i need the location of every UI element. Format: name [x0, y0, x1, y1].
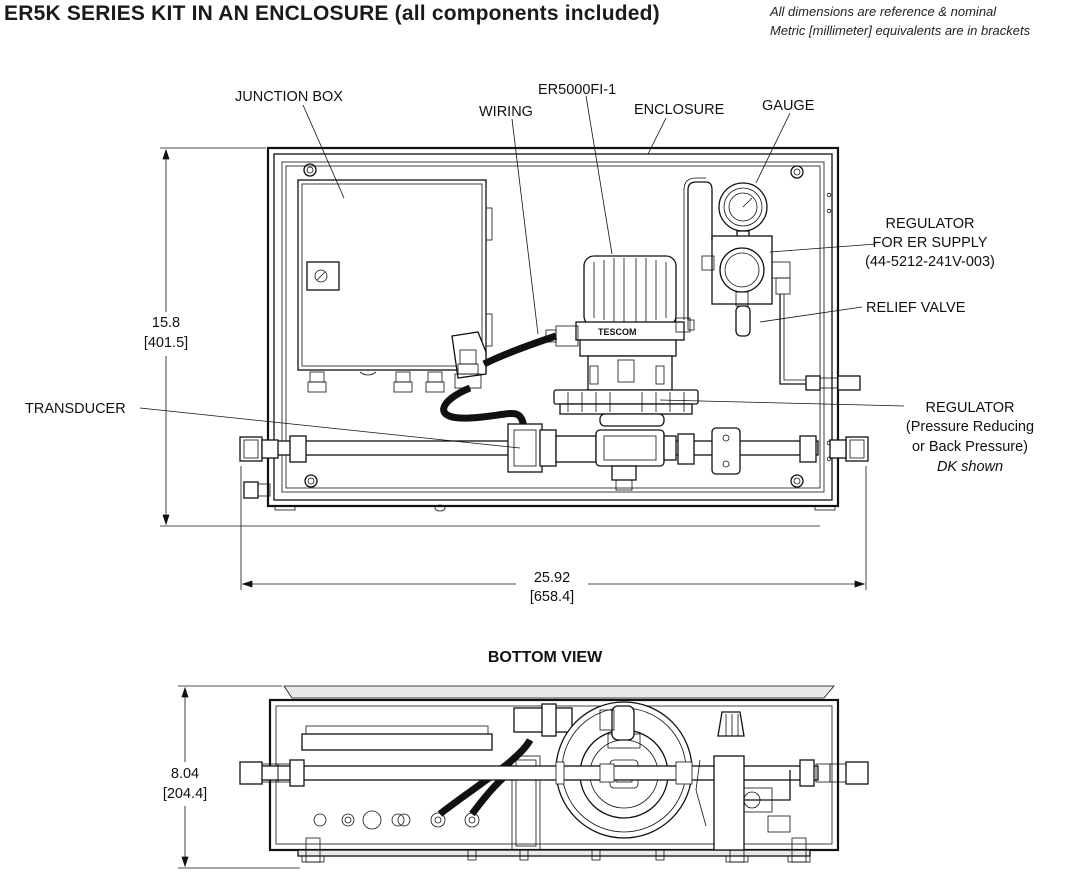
bottom-junction-box: [301, 725, 493, 830]
depth-dimension: [178, 685, 300, 869]
label-enclosure: ENCLOSURE: [634, 102, 725, 118]
brand-text: TESCOM: [598, 327, 637, 337]
bottom-feet: [301, 837, 811, 863]
dim-depth-in: 8.04: [171, 766, 199, 782]
dim-depth-mm: [204.4]: [163, 786, 207, 802]
page-title: ER5K SERIES KIT IN AN ENCLOSURE (all com…: [4, 2, 660, 25]
label-gauge: GAUGE: [762, 98, 815, 114]
dim-height-mm: [401.5]: [144, 335, 188, 351]
supply-regulator-gauge: [683, 177, 861, 391]
dim-height-in: 15.8: [152, 315, 180, 331]
label-relief-valve: RELIEF VALVE: [866, 300, 966, 316]
note-metric: Metric [millimeter] equivalents are in b…: [770, 23, 1031, 38]
junction-box: [297, 179, 493, 393]
label-regulator-supply-2: FOR ER SUPPLY: [873, 235, 988, 251]
label-bottom-view: BOTTOM VIEW: [488, 649, 603, 666]
er5000-controller: TESCOM: [545, 255, 699, 427]
dimension-lines: [160, 147, 867, 590]
dim-width-in: 25.92: [534, 570, 570, 586]
label-regulator-4: DK shown: [937, 459, 1003, 475]
label-regulator-1: REGULATOR: [926, 400, 1015, 416]
corner-screws: [303, 163, 804, 488]
label-regulator-3: or Back Pressure): [912, 439, 1028, 455]
front-labels: JUNCTION BOX WIRING ER5000FI-1 ENCLOSURE…: [25, 82, 1034, 605]
label-er5000: ER5000FI-1: [538, 82, 616, 98]
label-wiring: WIRING: [479, 104, 533, 120]
label-regulator-supply-1: REGULATOR: [886, 216, 975, 232]
label-regulator-2: (Pressure Reducing: [906, 419, 1034, 435]
front-view: TESCOM: [25, 82, 1034, 605]
dim-width-mm: [658.4]: [530, 589, 574, 605]
label-regulator-supply-3: (44-5212-241V-003): [865, 254, 995, 270]
label-junction-box: JUNCTION BOX: [235, 89, 343, 105]
leader-lines: [139, 95, 905, 449]
process-pipe: [239, 423, 869, 499]
bottom-view: BOTTOM VIEW: [163, 649, 869, 869]
note-reference: All dimensions are reference & nominal: [770, 4, 997, 19]
wiring-conduit: [440, 332, 558, 431]
label-transducer: TRANSDUCER: [25, 401, 126, 417]
